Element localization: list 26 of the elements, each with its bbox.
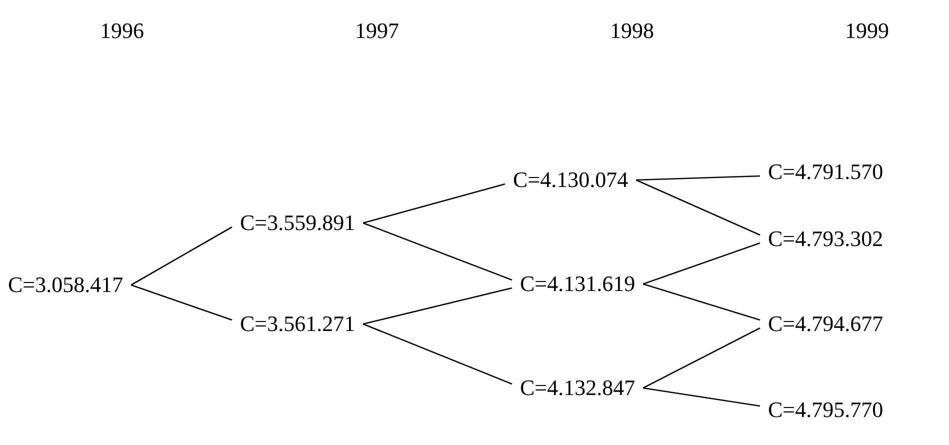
branch-line (130, 226, 232, 286)
value-label: C=4.132.847 (520, 375, 636, 400)
value-label: C=4.130.074 (513, 167, 628, 192)
branch-line (130, 284, 232, 321)
year-label: 1997 (355, 18, 399, 44)
branch-line (362, 287, 512, 325)
value-label: C=4.131.619 (520, 271, 636, 296)
year-label: 1999 (845, 18, 889, 44)
branch-line (362, 183, 506, 224)
branch-line (636, 175, 760, 181)
branch-line (642, 242, 760, 285)
value-label: C=3.561.271 (240, 311, 356, 336)
branch-line (636, 179, 760, 236)
branch-line (643, 387, 760, 407)
branch-line (642, 283, 760, 321)
year-label: 1996 (100, 18, 144, 44)
value-label: C=3.058.417 (8, 272, 124, 297)
value-label: C=4.791.570 (768, 159, 884, 184)
branch-line (642, 327, 760, 389)
branch-line (362, 323, 512, 385)
value-label: C=4.794.677 (768, 311, 884, 336)
year-label: 1998 (610, 18, 654, 44)
value-label: C=4.795.770 (768, 397, 884, 422)
value-label: C=4.793.302 (768, 226, 884, 251)
value-label: C=3.559.891 (240, 210, 356, 235)
branch-line (362, 222, 512, 281)
